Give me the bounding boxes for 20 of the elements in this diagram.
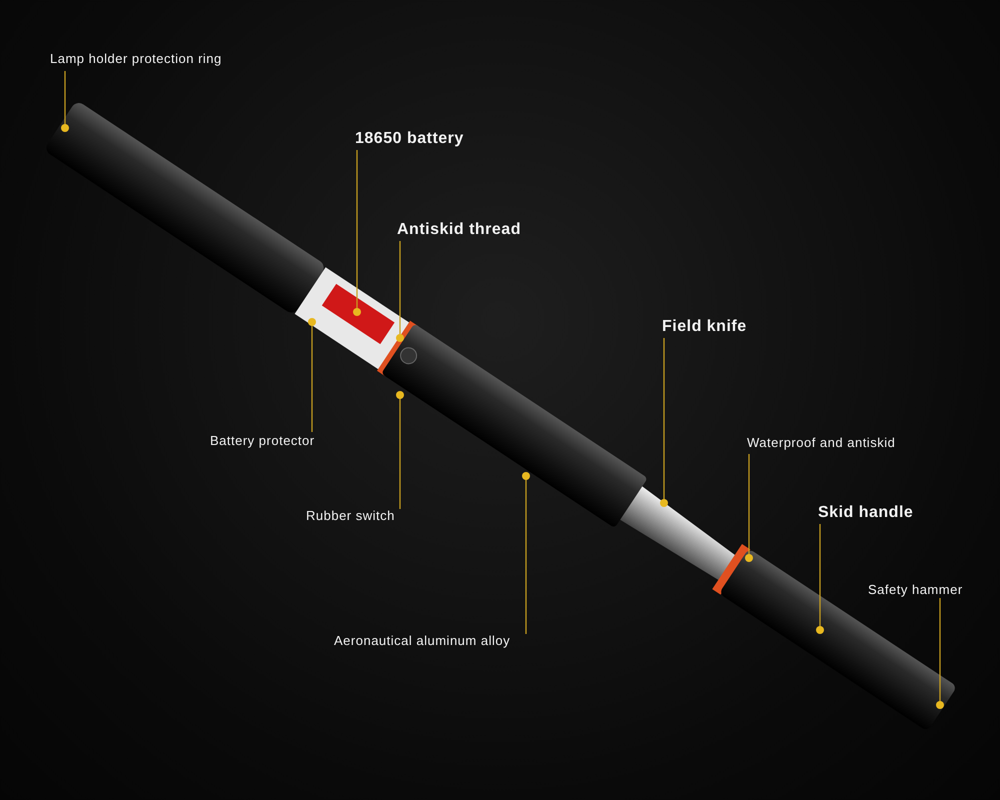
- leader-line: [353, 150, 361, 316]
- callout-label: 18650 battery: [355, 129, 464, 148]
- leader-line: [61, 71, 69, 132]
- callout-label: Field knife: [662, 317, 747, 336]
- callout-label: Antiskid thread: [397, 220, 521, 240]
- callout-label: Lamp holder protection ring: [50, 51, 222, 67]
- callout-label: Skid handle: [818, 503, 914, 522]
- leader-line: [660, 338, 668, 507]
- leader-line: [816, 524, 824, 634]
- callout-label: Battery protector: [210, 433, 315, 449]
- leader-line: [308, 318, 316, 432]
- callout-label: Safety hammer: [868, 582, 963, 598]
- leader-line: [522, 472, 530, 634]
- leader-line: [936, 598, 944, 709]
- leader-line: [745, 454, 753, 562]
- callout-label: Aeronautical aluminum alloy: [334, 633, 510, 649]
- leader-line: [396, 391, 404, 509]
- leader-line: [396, 241, 404, 342]
- callout-label: Rubber switch: [306, 508, 395, 524]
- callout-label: Waterproof and antiskid: [747, 435, 896, 451]
